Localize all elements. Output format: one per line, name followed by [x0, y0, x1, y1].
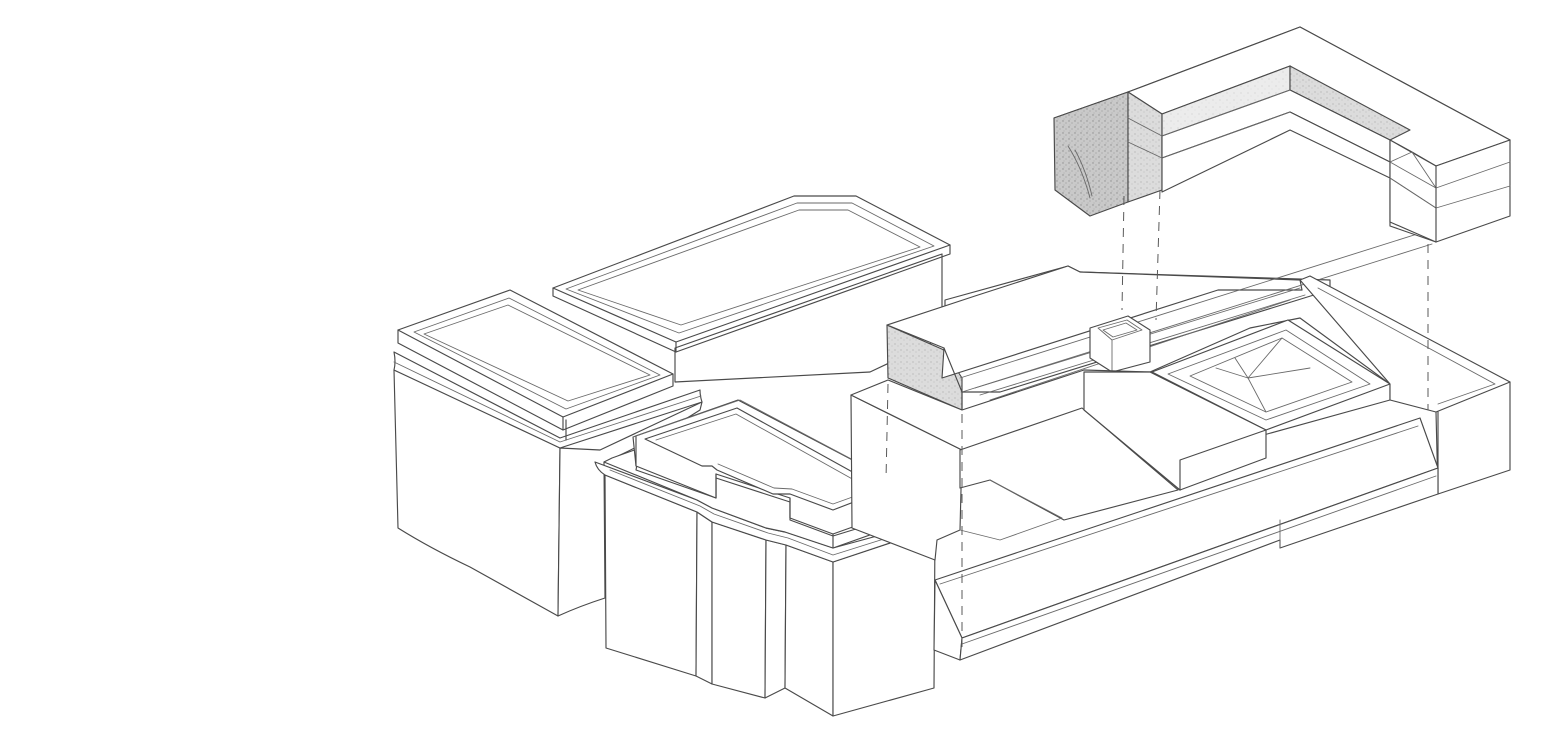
- building-rear-block: [552, 195, 951, 383]
- building-front-block: [594, 399, 944, 717]
- building-left-block: [393, 289, 703, 617]
- building-central-complex: [850, 229, 1511, 661]
- projection-lines: [885, 189, 1429, 650]
- floating-addition-volume: [1053, 26, 1511, 243]
